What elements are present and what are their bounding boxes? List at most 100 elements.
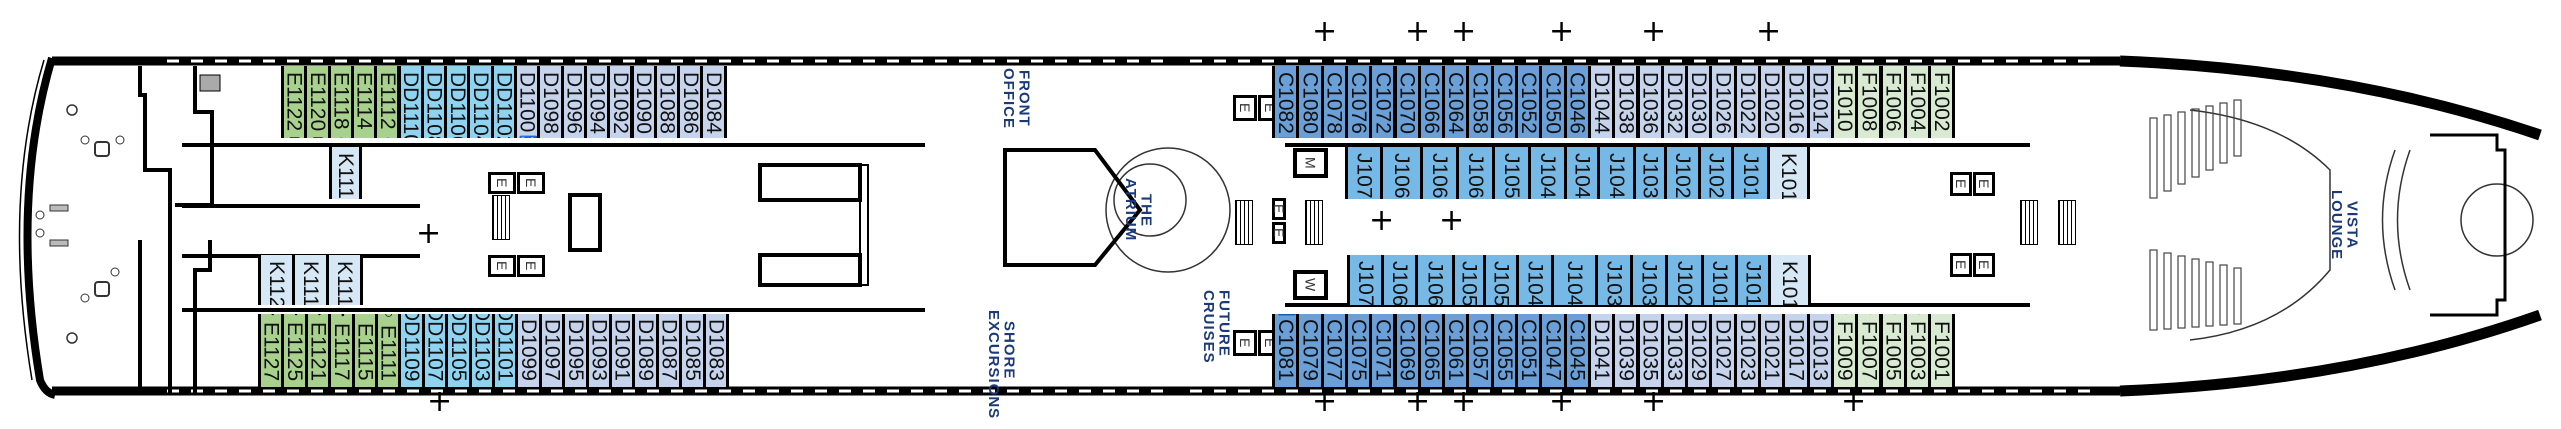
cabin-j1060[interactable]: J1060□: [1456, 147, 1495, 199]
cabin-c1080[interactable]: C1080□: [1296, 66, 1324, 138]
cabin-c1069[interactable]: C1069□: [1393, 314, 1421, 387]
cabin-k1116[interactable]: K1116: [329, 147, 362, 199]
cabin-d1083[interactable]: D1083: [702, 314, 729, 387]
cabin-f1008[interactable]: F1008□✻: [1855, 66, 1883, 138]
cabin-j1025[interactable]: J1025□: [1665, 255, 1704, 305]
cabin-d1027[interactable]: D1027: [1709, 314, 1737, 387]
cabin-j1042[interactable]: J1042□: [1564, 147, 1600, 199]
cabin-e1118[interactable]: E1118○✻: [327, 66, 354, 138]
cabin-j1024[interactable]: J1024□: [1698, 147, 1734, 199]
cabin-d1013[interactable]: D1013○: [1806, 314, 1834, 387]
cabin-c1047[interactable]: C1047□: [1539, 314, 1567, 387]
cabin-j1073[interactable]: J1073○: [1347, 255, 1384, 305]
cabin-d1041[interactable]: D1041: [1587, 314, 1616, 387]
cabin-j1063[interactable]: J1063: [1415, 255, 1455, 305]
cabin-j1053[interactable]: J1053□: [1483, 255, 1519, 305]
cabin-d1026[interactable]: D1026: [1709, 66, 1737, 138]
cabin-j1074[interactable]: J1074♿: [1345, 147, 1383, 199]
cabin-c1056[interactable]: C1056□: [1490, 66, 1518, 138]
cabin-f1010[interactable]: F1010□✻: [1830, 66, 1859, 138]
cabin-d1038[interactable]: D1038: [1612, 66, 1640, 138]
cabin-c1055[interactable]: C1055○: [1490, 314, 1518, 387]
cabin-d1032[interactable]: D1032□: [1660, 66, 1689, 138]
cabin-d1029[interactable]: D1029○: [1685, 314, 1713, 387]
cabin-k1011[interactable]: K1011♿○: [1768, 255, 1811, 305]
cabin-j1040[interactable]: J1040□: [1597, 147, 1636, 199]
cabin-j1034[interactable]: J1034□: [1633, 147, 1667, 199]
cabin-c1081[interactable]: C1081♿: [1272, 314, 1300, 387]
cabin-c1079[interactable]: C1079□: [1296, 314, 1324, 387]
cabin-f1003[interactable]: F1003□✻: [1903, 314, 1932, 387]
cabin-c1046[interactable]: C1046□: [1563, 66, 1591, 138]
cabin-e1121[interactable]: E1121□✻: [304, 314, 332, 387]
cabin-k1119[interactable]: K1119: [292, 255, 329, 305]
cabin-j1059[interactable]: J1059○: [1452, 255, 1486, 305]
cabin-d1030[interactable]: D1030○: [1685, 66, 1713, 138]
cabin-c1078[interactable]: C1078□: [1320, 66, 1348, 138]
cabin-d1084[interactable]: D1084: [700, 66, 727, 138]
cabin-j1015[interactable]: J1015□: [1735, 255, 1771, 305]
cabin-d1014[interactable]: D1014○: [1806, 66, 1834, 138]
cabin-c1057[interactable]: C1057□: [1466, 314, 1494, 387]
cabin-d1023[interactable]: D1023□: [1733, 314, 1761, 387]
cabin-d1035[interactable]: D1035□: [1636, 314, 1664, 387]
cabin-j1028[interactable]: J1028□: [1664, 147, 1701, 199]
cabin-c1064[interactable]: C1064□: [1442, 66, 1470, 138]
cabin-e1117[interactable]: E1117□✻: [328, 314, 355, 387]
cabin-d1085[interactable]: D1085□: [679, 314, 706, 387]
cabin-d1039[interactable]: D1039: [1612, 314, 1640, 387]
cabin-d1021[interactable]: D1021□: [1758, 314, 1786, 387]
cabin-dd1110[interactable]: DD1110: [397, 66, 424, 138]
cabin-f1001[interactable]: F1001✻○: [1928, 314, 1956, 387]
cabin-j1068[interactable]: J1068□: [1380, 147, 1423, 199]
cabin-c1070[interactable]: C1070○: [1393, 66, 1421, 138]
cabin-c1072[interactable]: C1072: [1369, 66, 1397, 138]
cabin-c1071[interactable]: C1071: [1369, 314, 1397, 387]
cabin-j1031[interactable]: J1031□: [1630, 255, 1668, 305]
cabin-c1082[interactable]: C1082♿: [1272, 66, 1300, 138]
cabin-f1009[interactable]: F1009□✻: [1830, 314, 1859, 387]
cabin-c1065[interactable]: C1065□: [1417, 314, 1446, 387]
cabin-j1067[interactable]: J1067: [1381, 255, 1418, 305]
cabin-d1020[interactable]: D1020□: [1758, 66, 1786, 138]
cabin-k1012[interactable]: K1012○♿: [1767, 147, 1810, 199]
cabin-d1044[interactable]: D1044○: [1587, 66, 1616, 138]
cabin-j1048[interactable]: J1048□: [1528, 147, 1567, 199]
cabin-f1004[interactable]: F1004□✻: [1903, 66, 1932, 138]
cabin-j1054[interactable]: J1054□: [1492, 147, 1531, 199]
cabin-d1016[interactable]: D1016○: [1782, 66, 1810, 138]
cabin-k1113[interactable]: K1113: [326, 255, 363, 305]
cabin-d1099[interactable]: D1099○: [515, 314, 542, 387]
cabin-c1050[interactable]: C1050□: [1539, 66, 1567, 138]
cabin-c1075[interactable]: C1075: [1344, 314, 1373, 387]
cabin-d1036[interactable]: D1036□: [1636, 66, 1664, 138]
cabin-f1002[interactable]: F1002○✻: [1928, 66, 1956, 138]
cabin-d1095[interactable]: D1095○: [562, 314, 589, 387]
cabin-j1049[interactable]: J1049□: [1516, 255, 1554, 305]
cabin-c1077[interactable]: C1077□: [1320, 314, 1348, 387]
cabin-d1017[interactable]: D1017○: [1782, 314, 1810, 387]
cabin-c1058[interactable]: C1058□: [1466, 66, 1494, 138]
cabin-c1061[interactable]: C1061□: [1442, 314, 1470, 387]
cabin-c1076[interactable]: C1076: [1344, 66, 1373, 138]
cabin-dd1103[interactable]: DD1103: [468, 314, 495, 387]
cabin-c1045[interactable]: C1045□: [1563, 314, 1591, 387]
cabin-c1052[interactable]: C1052: [1515, 66, 1543, 138]
cabin-d1094[interactable]: D1094□: [583, 66, 611, 138]
cabin-d1090[interactable]: D1090□: [630, 66, 657, 138]
cabin-j1019[interactable]: J1019□: [1701, 255, 1738, 305]
cabin-j1062[interactable]: J1062□: [1420, 147, 1459, 199]
cabin-k1123[interactable]: K1123: [258, 255, 295, 305]
cabin-e1114[interactable]: E1114: [350, 66, 378, 138]
cabin-j1043[interactable]: J1043□: [1551, 255, 1598, 305]
cabin-e1127[interactable]: E1127○✻: [258, 314, 285, 387]
cabin-d1022[interactable]: D1022□: [1733, 66, 1761, 138]
cabin-e1125[interactable]: E1125□✻: [281, 314, 308, 387]
cabin-dd1106[interactable]: DD1106○: [444, 66, 471, 138]
cabin-c1066[interactable]: C1066□: [1417, 66, 1446, 138]
cabin-j1037[interactable]: J1037□: [1595, 255, 1633, 305]
cabin-d1033[interactable]: D1033□: [1660, 314, 1689, 387]
cabin-dd1107[interactable]: DD1107□: [421, 314, 449, 387]
cabin-d1092[interactable]: D1092□: [607, 66, 634, 138]
cabin-j1018[interactable]: J1018□: [1731, 147, 1770, 199]
